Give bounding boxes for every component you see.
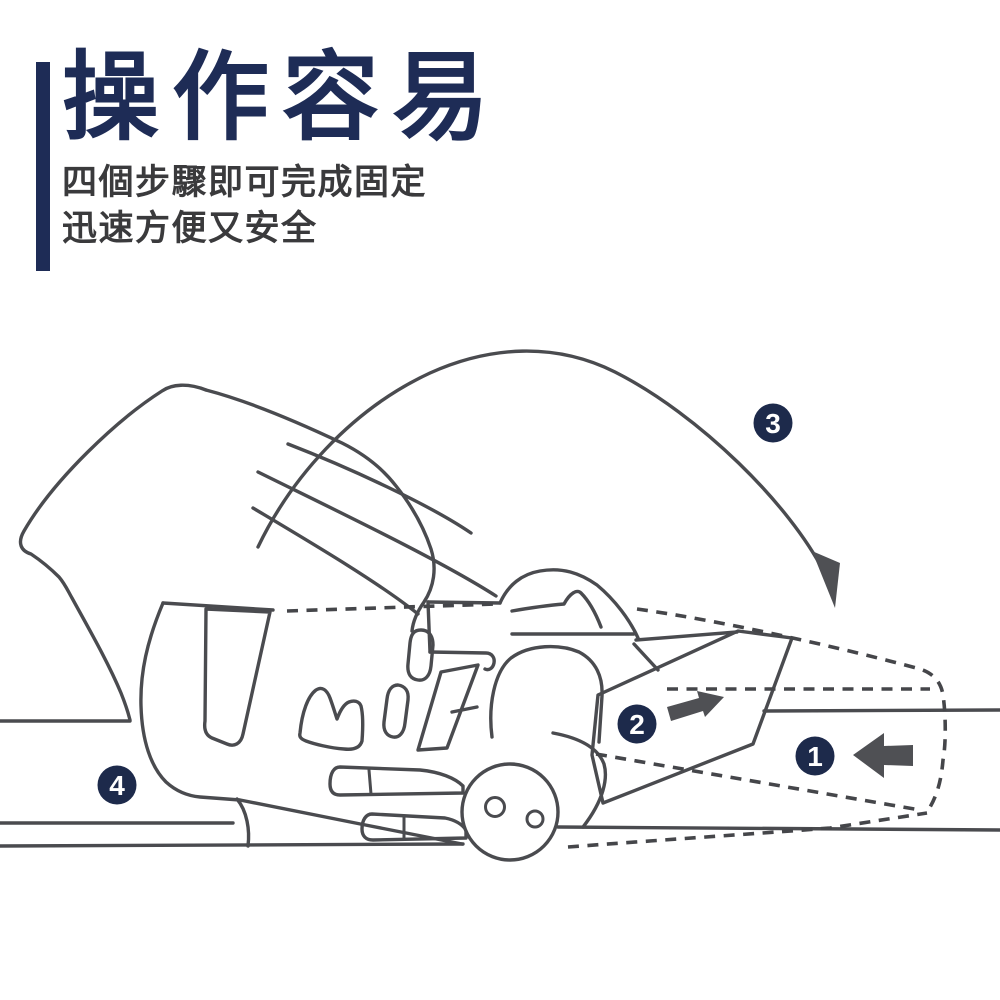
strap-left-bottom-edge [0,842,465,848]
step-badge-1: 1 [795,736,835,776]
dashed-lower [595,752,921,812]
finger-crease-2 [256,470,498,598]
step-badge-3: 3 [753,403,793,443]
subtitle: 四個步驟即可完成固定 迅速方便又安全 [62,160,427,252]
keeper-bar-lower [360,812,468,842]
buckle-cam-dome [489,644,604,744]
step-badge-2-number: 2 [629,709,645,740]
fingertip-2 [382,683,410,739]
spool-hole-2 [525,809,545,829]
step-badge-4-number: 4 [109,770,125,801]
handle-slot [202,607,272,747]
strap-routing-dashed-path [286,602,948,849]
keeper-bar-upper [328,765,465,797]
strap-left-fold [235,797,251,848]
step-badge-2-circle [617,704,657,744]
buckle-rear-body [551,731,608,829]
spool-face [460,762,560,862]
keeper-bar-upper-divider [367,768,373,796]
strap-fold-in-handle [298,686,365,751]
subtitle-line-1: 四個步驟即可完成固定 [62,163,428,202]
arc-arrow-head [812,551,840,608]
arc-arrow-curve [256,349,826,574]
side-plate-edge [632,642,660,672]
fingertip-1 [406,628,435,682]
arc-arrow-down-icon [256,349,840,608]
housing-strap-hook [428,650,496,672]
handle-frame-top-edge [161,601,275,612]
lever-arch [498,568,640,640]
step-badge-4: 4 [97,765,137,805]
hand-left-edge [18,383,208,722]
subtitle-line-2: 迅速方便又安全 [62,209,318,248]
step-badge-1-number: 1 [807,741,823,772]
ratchet-gear-plate [416,663,480,752]
strap-keeper [328,765,468,842]
arrow-left-icon [853,733,913,778]
dashed-bottom [567,811,928,849]
arrow-right-up-icon [667,691,724,721]
step-badge-3-circle [753,403,793,443]
step-badge-3-number: 3 [765,408,781,439]
housing-left-edge [426,600,432,654]
handle-frame-outline [139,601,464,846]
strap-right-upper-edge [762,708,1000,713]
step-badge-4-circle [97,765,137,805]
finger-crease-1 [286,442,473,535]
strap-spool [460,762,560,862]
finger-crease-3 [251,506,420,616]
release-lever [498,568,739,672]
ratchet-gear-detail [450,705,479,714]
strap-right-lower-edge [556,825,1000,832]
hand-outline [18,383,498,739]
spool-hole-1 [484,796,506,818]
ratchet-handle [139,601,464,846]
page-title: 操作容易 [62,43,502,152]
dashed-top-right-loop [636,607,948,813]
step-badge-2: 2 [617,704,657,744]
title-accent-bar [36,62,50,271]
dashed-top-left [286,602,498,613]
hand-top-edge [204,388,436,633]
side-plate-top-edge [634,630,739,642]
lever-spring-detail [510,589,603,629]
step-badge-1-circle [795,736,835,776]
buckle-housing [416,600,502,752]
